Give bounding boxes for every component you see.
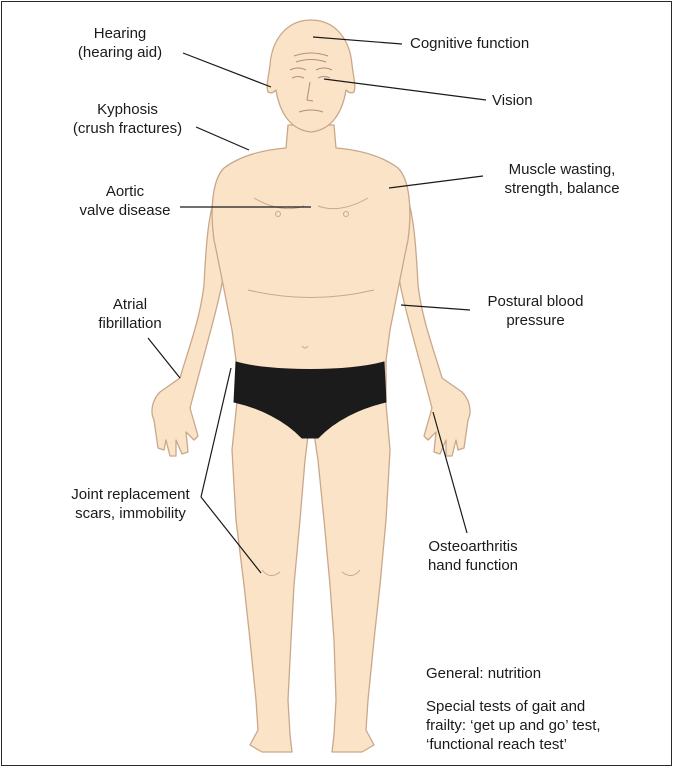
right-leg <box>312 392 390 752</box>
label-kyphosis: Kyphosis (crush fractures) <box>55 100 200 138</box>
label-hearing: Hearing (hearing aid) <box>60 24 180 62</box>
label-muscle: Muscle wasting, strength, balance <box>482 160 642 198</box>
label-joint-line2: scars, immobility <box>58 504 203 523</box>
label-cognitive-line1: Cognitive function <box>410 34 529 53</box>
label-postural-line1: Postural blood <box>468 292 603 311</box>
label-muscle-line1: Muscle wasting, <box>482 160 642 179</box>
label-osteo-line2: hand function <box>413 556 533 575</box>
label-cognitive: Cognitive function <box>410 34 529 53</box>
head <box>267 20 355 132</box>
left-leg <box>232 392 310 752</box>
label-kyphosis-line2: (crush fractures) <box>55 119 200 138</box>
label-joint-line1: Joint replacement <box>58 485 203 504</box>
leader-kyphosis <box>196 127 249 150</box>
label-vision: Vision <box>492 91 533 110</box>
torso <box>212 125 410 398</box>
label-kyphosis-line1: Kyphosis <box>55 100 200 119</box>
label-aortic-line1: Aortic <box>65 182 185 201</box>
label-atrial-line2: fibrillation <box>80 314 180 333</box>
label-joint: Joint replacement scars, immobility <box>58 485 203 523</box>
label-postural: Postural blood pressure <box>468 292 603 330</box>
label-hearing-line2: (hearing aid) <box>60 43 180 62</box>
label-special-line1: Special tests of gait and <box>426 697 601 716</box>
label-muscle-line2: strength, balance <box>482 179 642 198</box>
label-atrial: Atrial fibrillation <box>80 295 180 333</box>
leader-joint-a <box>201 368 231 497</box>
leader-hearing <box>183 53 271 87</box>
label-postural-line2: pressure <box>468 311 603 330</box>
label-general-line1: General: nutrition <box>426 664 541 683</box>
label-aortic: Aortic valve disease <box>65 182 185 220</box>
label-special: Special tests of gait and frailty: ‘get … <box>426 697 601 754</box>
label-aortic-line2: valve disease <box>65 201 185 220</box>
label-atrial-line1: Atrial <box>80 295 180 314</box>
label-osteo: Osteoarthritis hand function <box>413 537 533 575</box>
label-special-line2: frailty: ‘get up and go’ test, <box>426 716 601 735</box>
label-osteo-line1: Osteoarthritis <box>413 537 533 556</box>
label-general: General: nutrition <box>426 664 541 683</box>
label-hearing-line1: Hearing <box>60 24 180 43</box>
label-vision-line1: Vision <box>492 91 533 110</box>
leader-atrial <box>148 338 180 378</box>
label-special-line3: ‘functional reach test’ <box>426 735 601 754</box>
